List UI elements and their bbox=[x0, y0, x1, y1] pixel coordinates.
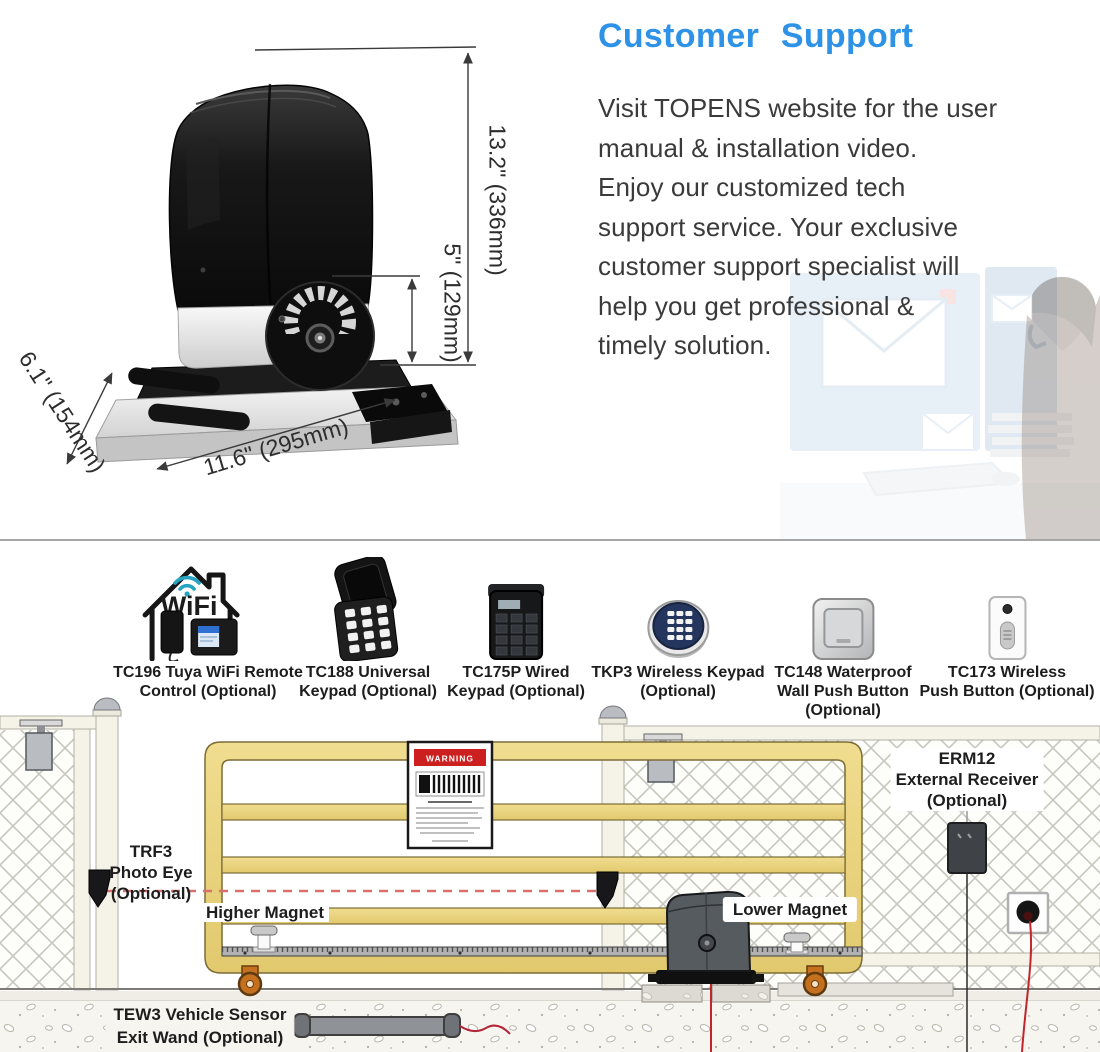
flip-keypad-icon bbox=[325, 553, 411, 661]
gate-opener-in-scene bbox=[648, 890, 764, 1052]
higher-magnet bbox=[250, 925, 278, 953]
installation-diagram: WARNING bbox=[0, 697, 1100, 1052]
page-title: Customer Support bbox=[598, 16, 914, 55]
gate-roller-right bbox=[802, 965, 828, 997]
round-keypad-icon bbox=[645, 553, 711, 661]
section-divider bbox=[0, 539, 1100, 541]
paragraph-line: customer support specialist will bbox=[598, 251, 960, 281]
accessory-tkp3: TKP3 Wireless Keypad(Optional) bbox=[591, 553, 765, 701]
paragraph-line: manual & installation video. bbox=[598, 132, 918, 163]
external-receiver-label: ERM12 External Receiver (Optional) bbox=[890, 748, 1044, 811]
photo-eye-left bbox=[88, 869, 111, 908]
dimension-gear-height-label: 5" (129mm) bbox=[439, 243, 466, 363]
wall-button-icon bbox=[811, 553, 875, 661]
left-post-cap bbox=[93, 697, 121, 711]
accessory-label: TKP3 Wireless Keypad(Optional) bbox=[591, 664, 765, 700]
photo-eye-right bbox=[596, 871, 619, 909]
wifi-remote-icon: WiFi bbox=[133, 553, 283, 661]
warning-sign: WARNING bbox=[406, 740, 494, 850]
lower-magnet-label: Lower Magnet bbox=[722, 897, 858, 922]
photo-eye-label: TRF3 Photo Eye (Optional) bbox=[109, 842, 193, 903]
paragraph-line: Visit TOPENS website for the user bbox=[598, 93, 998, 123]
wired-keypad-icon bbox=[487, 553, 545, 661]
external-receiver bbox=[947, 805, 987, 874]
dimension-lines bbox=[66, 46, 477, 471]
support-background-illustration bbox=[780, 267, 1100, 540]
support-paragraph: Visit TOPENS website for the user manual… bbox=[598, 89, 997, 366]
exit-wand bbox=[293, 1013, 511, 1038]
lower-magnet bbox=[783, 932, 811, 955]
exit-wand-label: TEW3 Vehicle Sensor Exit Wand (Optional) bbox=[105, 1003, 295, 1049]
concrete-pad bbox=[641, 984, 771, 1003]
dimension-height-label: 13.2" (336mm) bbox=[484, 124, 511, 276]
paragraph-line: help you get professional & bbox=[598, 290, 915, 321]
higher-magnet-label: Higher Magnet bbox=[200, 902, 330, 923]
warning-sign-title: WARNING bbox=[426, 754, 474, 764]
gear-rack bbox=[221, 946, 863, 957]
paragraph-line: timely solution. bbox=[598, 330, 772, 360]
outlet-wire bbox=[1021, 920, 1033, 1052]
gate-opener-motor-render bbox=[95, 83, 459, 463]
left-fence bbox=[0, 697, 122, 991]
paragraph-line: support service. Your exclusive bbox=[598, 211, 959, 242]
remote-button-icon bbox=[985, 553, 1029, 661]
gate-opener-product-figure bbox=[66, 46, 477, 471]
center-post-cap bbox=[599, 705, 627, 719]
paragraph-line: Enjoy our customized tech bbox=[598, 172, 906, 202]
gate-roller-left bbox=[237, 965, 263, 997]
fence-lamp-left bbox=[19, 719, 63, 771]
power-outlet bbox=[1006, 891, 1050, 935]
